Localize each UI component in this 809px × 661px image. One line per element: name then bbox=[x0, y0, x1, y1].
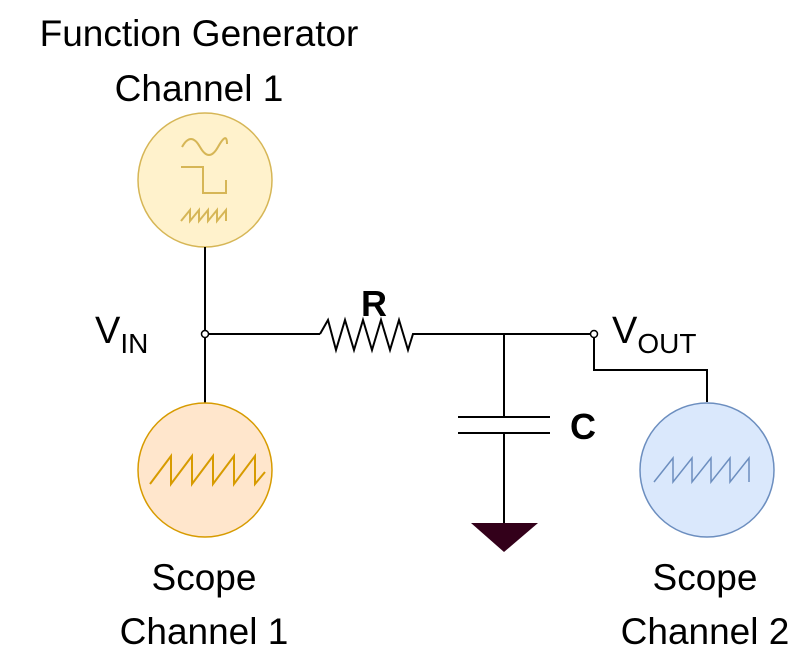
resistor-label: R bbox=[361, 283, 387, 324]
function-generator-source[interactable] bbox=[137, 112, 273, 248]
ground-symbol-icon bbox=[471, 523, 538, 552]
square-wave-glyph bbox=[181, 166, 227, 194]
sawtooth-wave-icon bbox=[149, 453, 266, 487]
function-generator-title: Function Generator bbox=[40, 13, 359, 54]
scope-1-circle bbox=[137, 402, 273, 538]
scope-channel-1[interactable] bbox=[137, 402, 273, 538]
vin-terminal[interactable] bbox=[200, 329, 210, 339]
resistor[interactable] bbox=[319, 316, 418, 354]
vout-terminal[interactable] bbox=[589, 329, 599, 339]
vout-label-main: V bbox=[612, 310, 638, 352]
vout-label-sub: OUT bbox=[637, 328, 696, 359]
vin-label-sub: IN bbox=[120, 328, 148, 359]
wire-vout-to-scope2 bbox=[593, 337, 708, 402]
scope-1-channel: Channel 1 bbox=[120, 611, 289, 652]
resistor-zigzag bbox=[319, 316, 418, 354]
vin-label: VIN bbox=[95, 310, 148, 359]
scope-2-circle bbox=[639, 402, 775, 538]
vin-label-main: V bbox=[95, 310, 121, 352]
scope-1-title: Scope bbox=[152, 557, 257, 598]
vout-label: VOUT bbox=[612, 310, 696, 359]
sawtooth-wave-glyph bbox=[180, 207, 227, 224]
scope-2-title: Scope bbox=[653, 557, 758, 598]
scope-channel-2[interactable] bbox=[639, 402, 775, 538]
scope-2-channel: Channel 2 bbox=[621, 611, 790, 652]
capacitor-label: C bbox=[570, 406, 596, 447]
waveform-generator-icon bbox=[180, 137, 228, 224]
sawtooth-wave-icon bbox=[653, 455, 750, 485]
capacitor[interactable] bbox=[458, 416, 550, 434]
function-generator-circle bbox=[137, 112, 273, 248]
function-generator-channel: Channel 1 bbox=[115, 68, 284, 109]
sine-wave-glyph bbox=[181, 137, 228, 156]
